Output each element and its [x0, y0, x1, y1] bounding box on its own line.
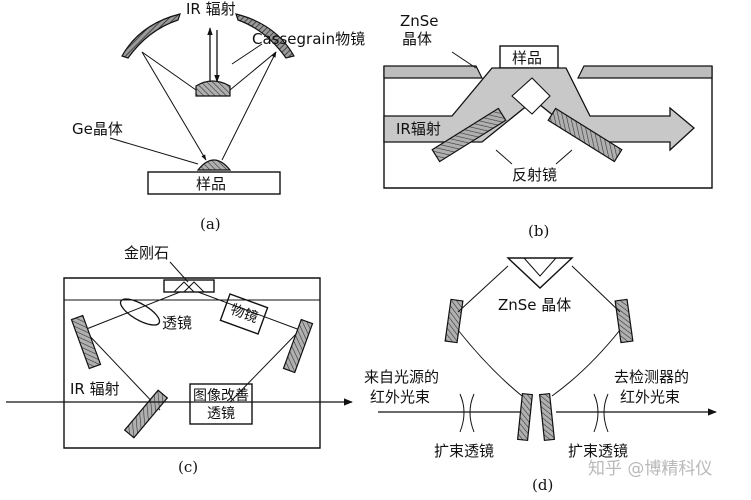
- mirror-d-left: [444, 298, 464, 344]
- diamond-crystal: [163, 279, 215, 293]
- znse-label-d: ZnSe 晶体: [498, 296, 571, 314]
- mirror-label-b: 反射镜: [512, 166, 557, 184]
- znse-label-b-1: ZnSe: [400, 12, 439, 30]
- cassegrain-label: Cassegrain物镜: [252, 30, 365, 48]
- source-label-1: 来自光源的: [364, 368, 439, 386]
- caption-b: (b): [528, 222, 549, 240]
- mirror-c-right: [282, 318, 314, 374]
- panel-d: ZnSe 晶体 来自光源的 红外光束 去检测器的 红外光束 扩束透镜 扩束透镜 …: [364, 257, 717, 494]
- ge-label: Ge晶体: [72, 120, 123, 138]
- mirror-left-b: [431, 107, 507, 163]
- expand-lens-left: [459, 393, 475, 433]
- ir-label-c: IR 辐射: [70, 380, 120, 398]
- detector-label-1: 去检测器的: [614, 368, 689, 386]
- detector-label-2: 红外光束: [620, 388, 680, 406]
- znse-label-b-2: 晶体: [402, 30, 432, 48]
- lens-label-c: 透镜: [162, 314, 192, 332]
- lens-c: [119, 298, 161, 326]
- objective-label: 物镜: [228, 302, 260, 327]
- znse-crystal-d: [506, 257, 574, 289]
- panel-a: IR 辐射 Cassegrain物镜 Ge晶体 样品 (a): [72, 0, 365, 233]
- secondary-mirror: [195, 80, 231, 97]
- diamond-label: 金刚石: [124, 244, 169, 262]
- ir-beam-path: [383, 67, 695, 152]
- ir-label-b: IR辐射: [396, 120, 441, 138]
- ir-label-a: IR 辐射: [186, 0, 236, 18]
- improve-lens-2: 透镜: [207, 406, 235, 422]
- cassegrain-right-mirror: [235, 13, 295, 59]
- caption-d: (d): [532, 476, 553, 494]
- caption-a: (a): [200, 215, 221, 233]
- znse-crystal-left: [383, 65, 483, 79]
- expand-lens-right-label: 扩束透镜: [568, 442, 628, 460]
- mirror-right-b: [547, 107, 623, 163]
- objective-box: [219, 293, 269, 335]
- expand-lens-left-label: 扩束透镜: [434, 442, 494, 460]
- watermark: 知乎 @博精科仪: [588, 459, 712, 479]
- sample-a: [147, 171, 281, 195]
- ge-crystal: [196, 159, 232, 171]
- improve-lens-1: 图像改善: [193, 388, 249, 404]
- cassegrain-left-mirror: [121, 13, 181, 59]
- mirror-d-bottom-left: [516, 392, 534, 442]
- sample-label-b: 样品: [512, 49, 542, 67]
- improve-lens-box: [189, 383, 253, 425]
- panel-c: 金刚石 透镜 物镜 IR 辐射 图像改善 透镜 (c): [6, 244, 353, 476]
- mirror-d-right: [614, 298, 634, 344]
- panel-b: ZnSe 晶体 样品 IR辐射 反射镜 (b): [383, 12, 713, 240]
- znse-crystal-right: [577, 65, 713, 79]
- mirror-c-left: [70, 314, 102, 370]
- mirror-c-bottom: [123, 389, 169, 439]
- expand-lens-right: [593, 393, 609, 433]
- source-label-2: 红外光束: [370, 388, 430, 406]
- sample-label-a: 样品: [196, 175, 226, 193]
- caption-c: (c): [178, 458, 198, 476]
- mirror-d-bottom-right: [538, 392, 556, 442]
